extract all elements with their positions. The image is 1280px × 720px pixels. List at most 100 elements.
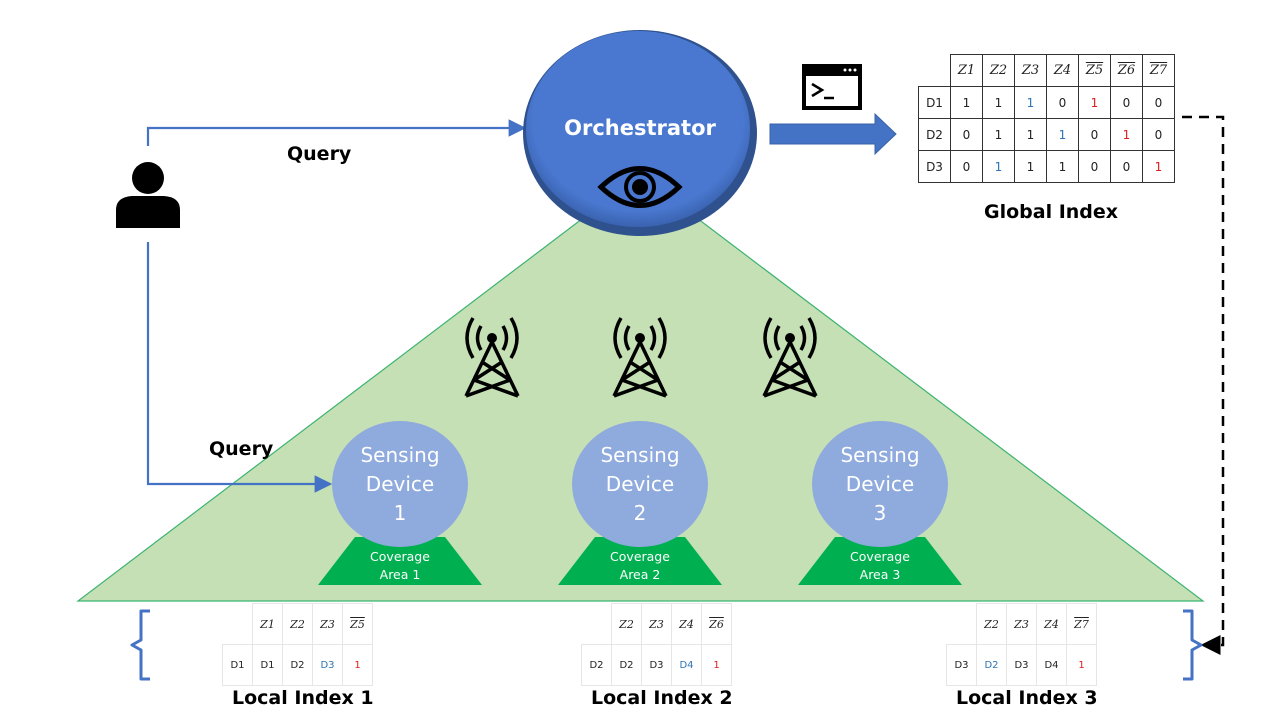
local-index-title-2: Local Index 2 xyxy=(591,687,733,709)
local-index-title-1: Local Index 1 xyxy=(232,687,374,709)
column-header: Z4 xyxy=(1036,603,1067,645)
table-cell: D4 xyxy=(1036,644,1067,686)
table-cell: 0 xyxy=(950,150,983,183)
device-label-line: 2 xyxy=(633,501,647,525)
coverage-label-line: Coverage xyxy=(370,549,430,564)
user-icon xyxy=(116,162,180,228)
device-label-line: Device xyxy=(845,472,915,496)
sensing-device-3[interactable] xyxy=(812,421,948,547)
coverage-label-line: Area 3 xyxy=(859,567,901,582)
column-header: Z1 xyxy=(950,54,983,87)
column-header: Z3 xyxy=(1006,603,1037,645)
table-cell: 0 xyxy=(1110,150,1143,183)
coverage-area-1 xyxy=(318,537,482,585)
row-label: D1 xyxy=(222,644,253,686)
column-header: Z2 xyxy=(982,54,1015,87)
table-cell: D2 xyxy=(282,644,313,686)
table-cell: 0 xyxy=(1142,86,1175,119)
column-header: Z5 xyxy=(1078,54,1111,87)
column-header: Z2 xyxy=(976,603,1007,645)
table-cell: 1 xyxy=(1046,118,1079,151)
table-cell: 1 xyxy=(982,118,1015,151)
column-header: Z2 xyxy=(282,603,313,645)
row-label: D2 xyxy=(581,644,612,686)
local-index-title-3: Local Index 3 xyxy=(956,687,1098,709)
coverage-label-line: Coverage xyxy=(850,549,910,564)
coverage-label-line: Coverage xyxy=(610,549,670,564)
table-cell: D3 xyxy=(641,644,672,686)
coverage-label-line: Area 1 xyxy=(379,567,421,582)
table-cell: D2 xyxy=(976,644,1007,686)
column-header: Z6 xyxy=(1110,54,1143,87)
row-label: D1 xyxy=(918,86,951,119)
table-cell: 0 xyxy=(1110,86,1143,119)
query-arrow-sensing-device xyxy=(146,242,333,493)
row-label: D3 xyxy=(918,150,951,183)
orchestrator-node[interactable] xyxy=(523,30,757,236)
row-label: D3 xyxy=(946,644,977,686)
table-cell: 1 xyxy=(342,644,373,686)
terminal-icon xyxy=(802,64,862,110)
table-cell: 0 xyxy=(1046,86,1079,119)
device-label-line: Sensing xyxy=(360,443,440,467)
sensing-device-1[interactable] xyxy=(332,421,468,547)
empty-cell xyxy=(946,603,977,645)
table-cell: 1 xyxy=(701,644,732,686)
column-header: Z3 xyxy=(641,603,672,645)
empty-cell xyxy=(918,54,951,87)
table-cell: D3 xyxy=(1006,644,1037,686)
table-cell: D4 xyxy=(671,644,702,686)
table-cell: 0 xyxy=(1078,150,1111,183)
table-cell: D1 xyxy=(252,644,283,686)
table-cell: 1 xyxy=(1014,86,1047,119)
global-index-title: Global Index xyxy=(984,201,1119,223)
table-cell: 1 xyxy=(1046,150,1079,183)
column-header: Z5 xyxy=(342,603,373,645)
table-cell: 1 xyxy=(1142,150,1175,183)
column-header: Z7 xyxy=(1066,603,1097,645)
row-label: D2 xyxy=(918,118,951,151)
coverage-area-3 xyxy=(798,537,962,585)
query-label-bottom: Query xyxy=(209,438,274,460)
column-header: Z4 xyxy=(1046,54,1079,87)
orchestrator-label: Orchestrator xyxy=(564,116,716,140)
device-label-line: 3 xyxy=(873,501,887,525)
table-cell: 1 xyxy=(1014,150,1047,183)
coverage-area-2 xyxy=(558,537,722,585)
left-brace xyxy=(130,609,150,681)
column-header: Z4 xyxy=(671,603,702,645)
table-cell: 1 xyxy=(1066,644,1097,686)
column-header: Z2 xyxy=(611,603,642,645)
table-cell: 1 xyxy=(1014,118,1047,151)
device-label-line: Sensing xyxy=(840,443,920,467)
table-cell: 0 xyxy=(1142,118,1175,151)
empty-cell xyxy=(581,603,612,645)
empty-cell xyxy=(222,603,253,645)
antenna-tower-icon xyxy=(612,317,668,398)
sensing-device-2[interactable] xyxy=(572,421,708,547)
table-cell: 1 xyxy=(950,86,983,119)
antenna-tower-icon xyxy=(464,317,520,398)
table-cell: D2 xyxy=(611,644,642,686)
index-distribution-arrow xyxy=(1182,115,1225,655)
column-header: Z7 xyxy=(1142,54,1175,87)
antenna-tower-icon xyxy=(762,317,818,398)
table-cell: 1 xyxy=(982,86,1015,119)
eye-icon xyxy=(597,166,683,208)
device-label-line: Sensing xyxy=(600,443,680,467)
